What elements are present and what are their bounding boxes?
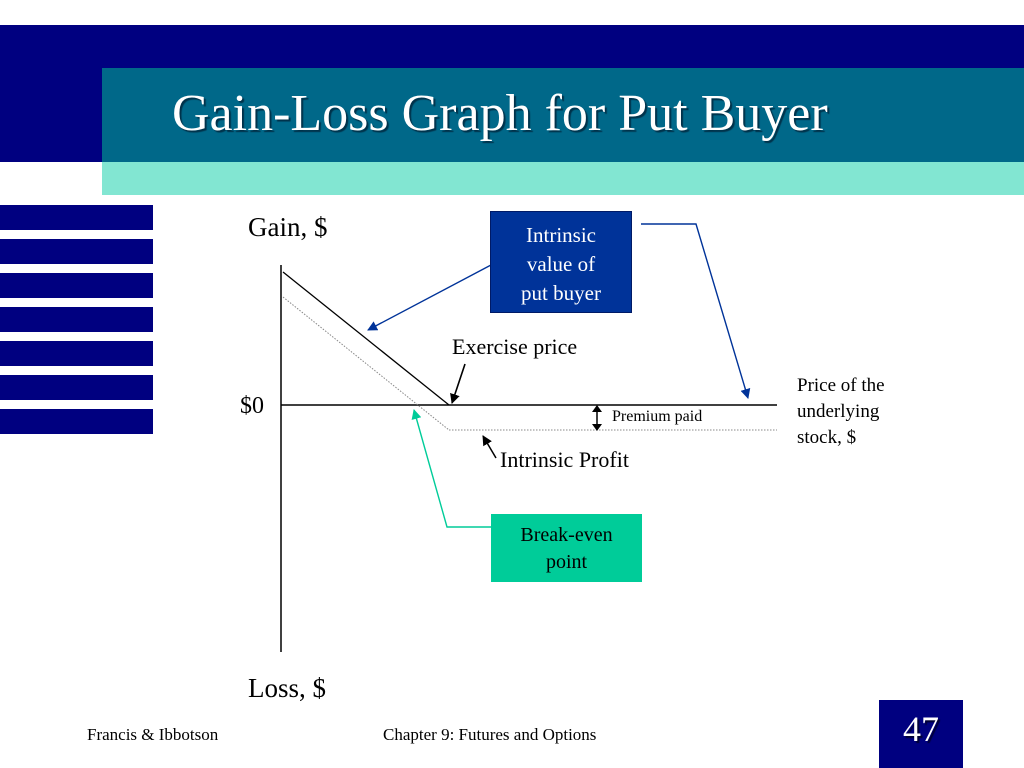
premium-paid-label: Premium paid [612,408,703,425]
side-stripe [0,409,153,434]
x-axis-label-line: underlying [797,401,880,422]
callout-line: value of [526,252,596,276]
loss-label: Loss, $ [248,673,327,703]
intrinsic-profit-label: Intrinsic Profit [500,447,629,472]
callout-line: put buyer [521,281,601,305]
side-stripe [0,273,153,298]
x-axis-label: Price of the underlying stock, $ [797,373,885,451]
slide-title: Gain-Loss Graph for Put Buyer [172,85,828,142]
callout-line: Intrinsic [526,223,596,247]
profit-line [282,296,450,431]
break-even-arrow [411,409,491,528]
footer-chapter: Chapter 9: Futures and Options [383,725,597,744]
intrinsic-value-line [282,271,450,406]
zero-label: $0 [240,393,264,419]
title-bar [102,68,1024,162]
intrinsic-value-arrow [367,264,492,331]
callout-line: Break-even [520,524,613,546]
footer-authors: Francis & Ibbotson [87,725,219,744]
break-even-callout: Break-even point [491,514,642,582]
intrinsic-profit-arrow [482,435,497,459]
gain-label: Gain, $ [248,212,328,242]
x-axis-label-line: stock, $ [797,427,857,448]
page-number: 47 [903,709,939,749]
exercise-price-arrow [450,363,466,404]
side-stripe [0,375,153,400]
intrinsic-value-callout: Intrinsic value of put buyer [490,211,632,313]
side-stripe [0,341,153,366]
callout-line: point [545,551,588,573]
mint-accent-bar [102,162,1024,195]
side-stripe [0,307,153,332]
side-stripe [0,205,153,230]
price-axis-arrow [641,223,751,399]
side-stripe [0,239,153,264]
exercise-price-label: Exercise price [452,334,578,359]
page-number-box: 47 [879,700,963,768]
x-axis-label-line: Price of the [797,375,885,396]
